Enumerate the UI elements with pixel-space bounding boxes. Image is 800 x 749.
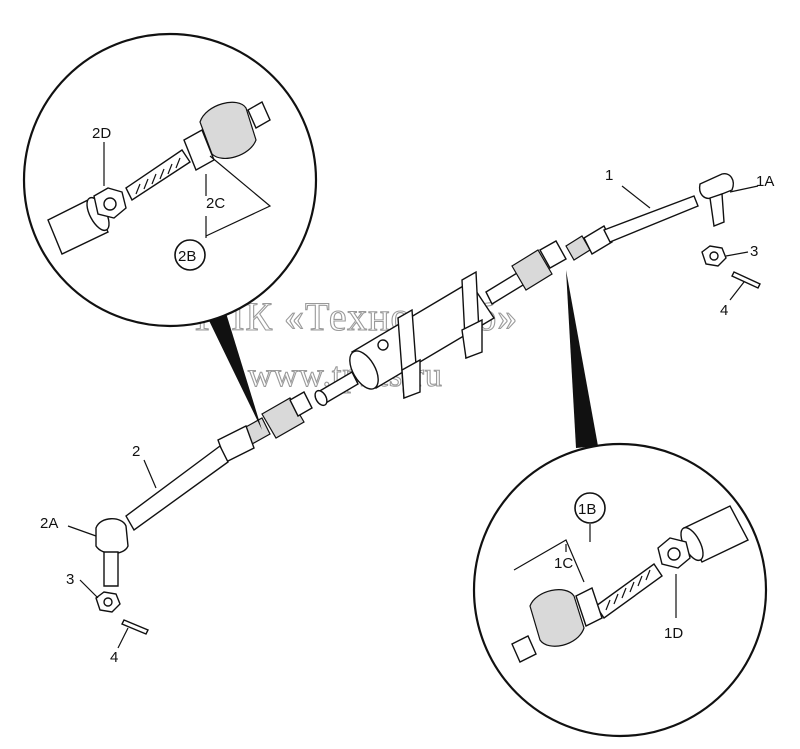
label-4-left: 4 xyxy=(110,649,118,666)
label-3-right: 3 xyxy=(750,243,758,260)
tie-rod-2-shaft xyxy=(125,444,229,532)
callout-pointer-right xyxy=(566,270,598,448)
ball-joint-1A-stud xyxy=(709,193,725,227)
inset-right-body xyxy=(529,589,585,647)
tie-rod-1-shaft xyxy=(603,195,699,243)
inset-left-circle xyxy=(22,32,318,328)
inset-left-thread xyxy=(125,149,191,202)
label-2D: 2D xyxy=(92,125,111,142)
ball-joint-2A-head xyxy=(95,518,129,555)
inset-left-body xyxy=(199,101,257,159)
label-1: 1 xyxy=(605,167,613,184)
leader-2C xyxy=(205,155,272,237)
leader-2A xyxy=(67,525,97,537)
label-4-right: 4 xyxy=(720,302,728,319)
adjuster-nut-right xyxy=(539,240,567,269)
label-1C: 1C xyxy=(554,555,573,572)
leader-1A xyxy=(729,185,759,193)
ball-joint-2A-stud xyxy=(103,551,119,587)
ball-joint-1A-head xyxy=(698,173,734,200)
inset-left-spigot xyxy=(247,101,271,129)
label-3-left: 3 xyxy=(66,571,74,588)
cylinder-rod-end xyxy=(314,389,328,407)
inset-right-spigot xyxy=(511,635,537,663)
tie-rod-left: 2 2A 3 4 xyxy=(40,391,313,666)
port-fitting xyxy=(377,339,389,351)
cotter-pin-right xyxy=(731,271,761,289)
rod-end-sleeve-right xyxy=(511,249,553,291)
leader-3-left xyxy=(79,579,99,599)
tie-rod-right: 1 1A 3 4 xyxy=(603,167,774,319)
leader-4-right xyxy=(729,281,745,301)
detail-inset-right: 1B 1C 1D xyxy=(472,442,768,738)
cylinder-body-end xyxy=(349,350,379,390)
label-2: 2 xyxy=(132,443,140,460)
leader-1C xyxy=(513,539,585,583)
label-1A: 1A xyxy=(756,173,774,190)
cotter-pin-left xyxy=(121,619,149,635)
label-1B: 1B xyxy=(578,501,596,518)
inset-right-ref-badge xyxy=(574,492,606,524)
inset-right-thread-lines xyxy=(605,569,651,611)
leader-4-left xyxy=(117,627,129,649)
leader-3-right xyxy=(725,251,749,257)
nut-hole-left xyxy=(103,597,113,607)
detail-inset-left: 2D 2C 2B xyxy=(22,32,318,328)
nut-hole-right xyxy=(709,251,719,261)
adjuster-nut-left xyxy=(289,391,313,417)
label-1D: 1D xyxy=(664,625,683,642)
leader-2 xyxy=(143,459,157,489)
inset-right-collar xyxy=(575,587,603,627)
mounting-foot-left xyxy=(401,358,421,399)
inset-right-lock-nut-hole xyxy=(667,547,681,561)
label-2A: 2A xyxy=(40,515,58,532)
callout-pointer-left xyxy=(200,300,262,430)
inset-left-lock-nut-hole xyxy=(103,197,117,211)
mounting-foot-right xyxy=(461,318,483,359)
label-2B: 2B xyxy=(178,248,196,265)
inset-left-thread-lines xyxy=(135,157,181,195)
inset-left-ref-badge xyxy=(174,239,206,271)
leader-1 xyxy=(621,185,651,209)
label-2C: 2C xyxy=(206,195,225,212)
